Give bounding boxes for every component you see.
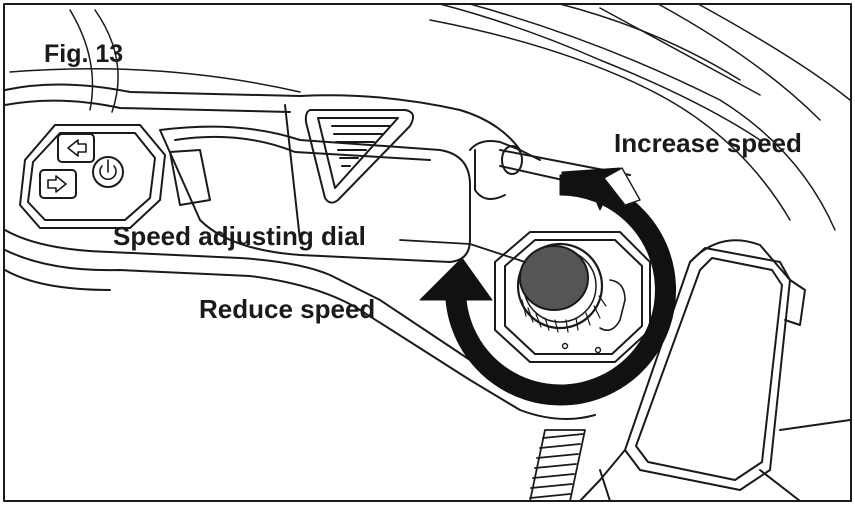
speed-dial-label: Speed adjusting dial	[113, 221, 366, 251]
arrow-left-icon	[57, 133, 95, 163]
speed-dial	[516, 242, 607, 333]
vent-grille-icon	[304, 109, 415, 204]
increase-speed-arrow	[561, 167, 641, 211]
power-icon	[92, 156, 124, 188]
arrow-right-glyph	[47, 175, 67, 193]
arrow-right-icon	[39, 169, 77, 199]
control-pad	[19, 124, 211, 229]
figure-border	[3, 3, 852, 502]
background-outlines	[9, 3, 851, 231]
increase-speed-label: Increase speed	[614, 128, 802, 158]
side-rail	[579, 239, 851, 502]
figure-number-label: Fig. 13	[44, 40, 124, 68]
dial-leader-line	[399, 239, 526, 263]
handle-body	[4, 83, 611, 420]
reduce-speed-label: Reduce speed	[199, 294, 376, 324]
dial-knurling	[521, 295, 607, 333]
reduce-speed-arrow	[419, 174, 677, 406]
coiled-cable	[529, 429, 586, 502]
arrow-left-glyph	[67, 139, 87, 157]
